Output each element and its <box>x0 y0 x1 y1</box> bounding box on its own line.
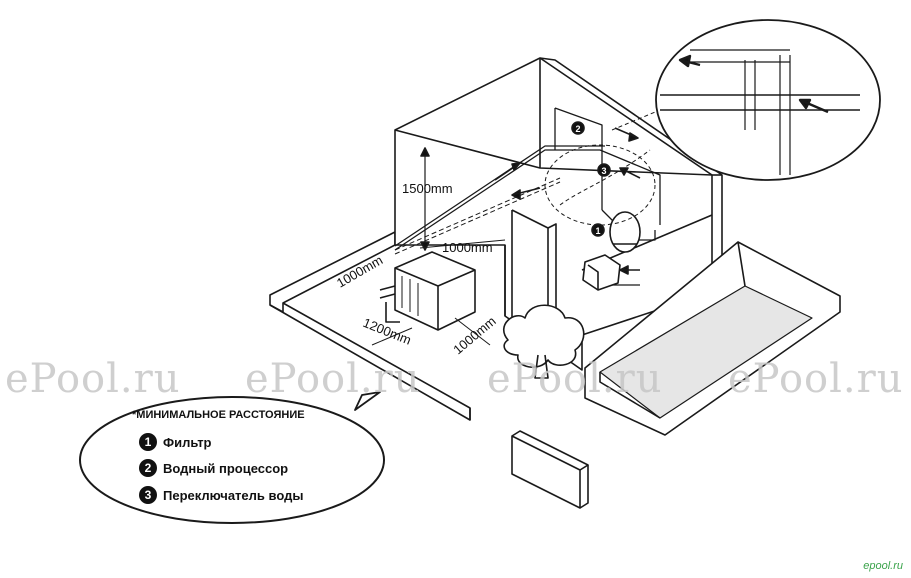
svg-text:1: 1 <box>595 226 600 236</box>
dim-back: 1000mm <box>442 240 493 255</box>
legend-item-processor: 2 Водный процессор <box>139 459 288 477</box>
watermark: ePool.ru <box>5 356 181 402</box>
heat-pump <box>379 251 476 331</box>
legend-item-filter: 1 Фильтр <box>139 433 212 451</box>
legend-number: 3 <box>139 486 157 504</box>
flow-arrows <box>371 54 829 346</box>
zoom-link <box>559 109 661 206</box>
watermark: ePool.ru <box>487 356 663 402</box>
yard-wall <box>269 231 589 509</box>
zoom-bubble <box>655 19 881 181</box>
marker-processor: 2 <box>571 121 585 135</box>
watermark: ePool.ru <box>245 356 421 402</box>
marker-switch: 3 <box>597 163 611 177</box>
marker-filter: 1 <box>591 223 605 237</box>
legend-label: Водный процессор <box>163 460 289 476</box>
dim-front: 1200mm <box>361 315 414 348</box>
legend-title: *МИНИМАЛЬНОЕ РАССТОЯНИЕ <box>132 409 305 421</box>
dim-vertical: 1500mm <box>402 181 453 196</box>
legend-label: Фильтр <box>163 434 212 450</box>
tree <box>502 304 585 379</box>
watermark: ePool.ru <box>728 356 904 402</box>
legend-label: Переключатель воды <box>163 487 304 503</box>
svg-text:3: 3 <box>601 166 606 176</box>
pool <box>584 241 841 436</box>
legend-number: 2 <box>139 459 157 477</box>
pool-pump <box>582 254 621 291</box>
legend-item-switch: 3 Переключатель воды <box>139 486 303 504</box>
filter-tank <box>609 211 641 253</box>
svg-text:2: 2 <box>575 124 580 134</box>
clearance-lines <box>394 177 561 255</box>
brand-logo: epool.ru <box>863 560 903 572</box>
legend-number: 1 <box>139 433 157 451</box>
